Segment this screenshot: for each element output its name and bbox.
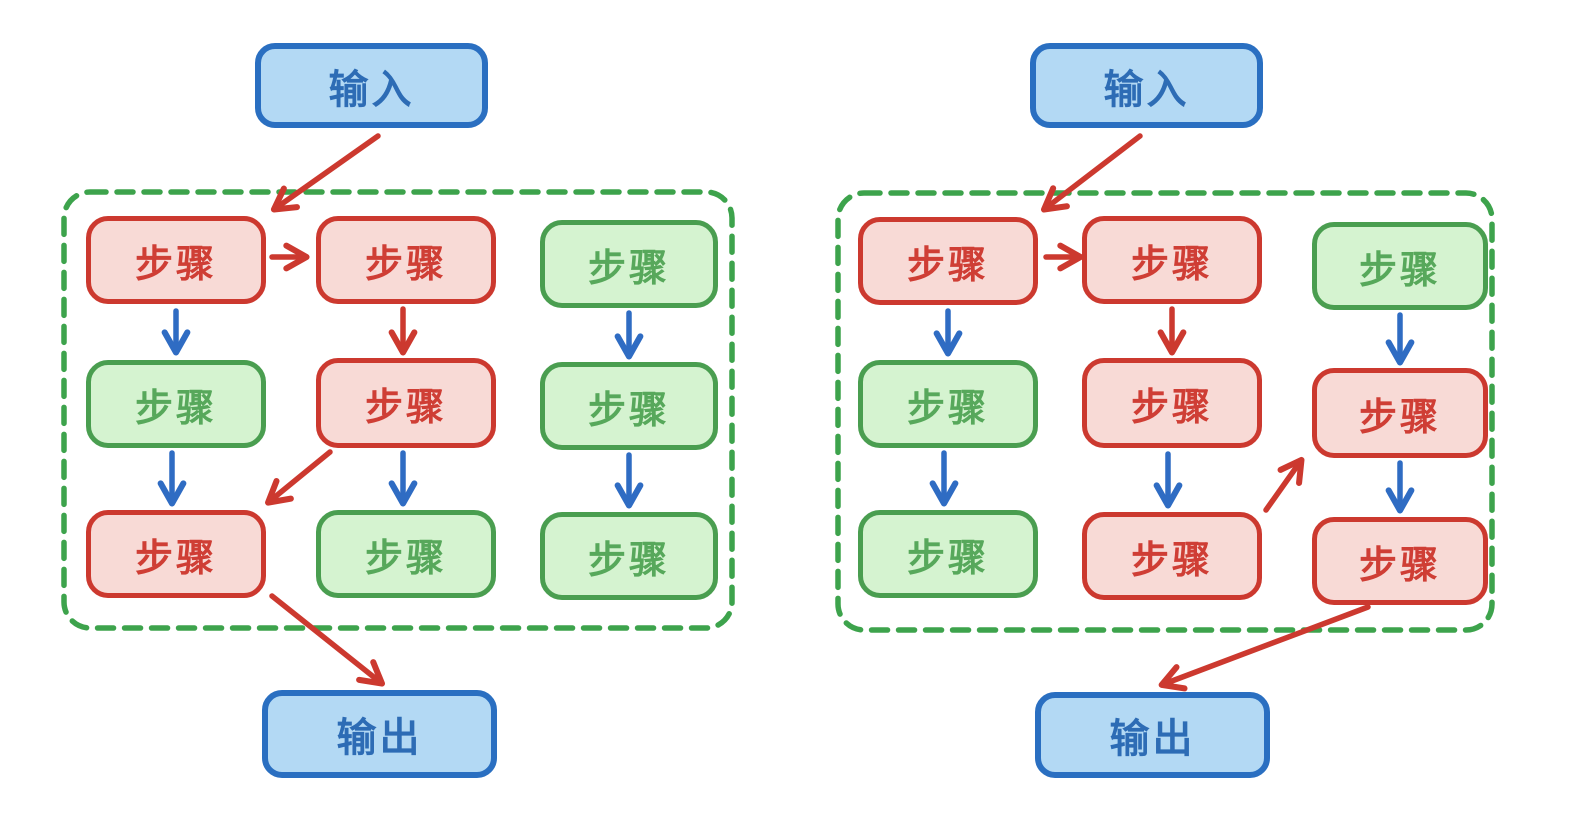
left-step-r2c2: 步骤 (316, 358, 496, 448)
left-step-r2c1: 步骤 (86, 360, 266, 448)
left-edge-r3c1-to-output (269, 593, 385, 687)
right-step-r2c1: 步骤 (858, 360, 1038, 448)
left-step-r1c1: 步骤 (86, 216, 266, 304)
right-step-r1c3: 步骤 (1312, 222, 1488, 310)
left-edge-r2c2-to-r3c1 (265, 449, 333, 506)
left-step-r2c3: 步骤 (540, 362, 718, 450)
left-step-r3c1: 步骤 (86, 510, 266, 598)
left-step-r1c2: 步骤 (316, 216, 496, 304)
left-output-node: 输出 (262, 690, 497, 778)
left-input-node: 输入 (255, 43, 488, 128)
left-step-r1c3: 步骤 (540, 220, 718, 308)
right-edge-r3c3-to-output (1158, 604, 1371, 692)
right-step-r1c2: 步骤 (1082, 216, 1262, 304)
right-step-r3c1: 步骤 (858, 510, 1038, 598)
right-output-node: 输出 (1035, 692, 1270, 778)
right-step-r2c3: 步骤 (1312, 368, 1488, 458)
left-edge-input-to-r1c1 (270, 133, 381, 213)
right-edge-r3c2-to-r2c3 (1263, 456, 1305, 513)
left-step-r3c2: 步骤 (316, 510, 496, 598)
right-step-r3c3: 步骤 (1312, 517, 1488, 605)
right-input-node: 输入 (1030, 43, 1263, 128)
right-step-r1c1: 步骤 (858, 217, 1038, 305)
right-step-r2c2: 步骤 (1082, 358, 1262, 448)
left-step-r3c3: 步骤 (540, 512, 718, 600)
right-step-r3c2: 步骤 (1082, 512, 1262, 600)
right-edge-input-to-r1c1 (1040, 133, 1143, 213)
